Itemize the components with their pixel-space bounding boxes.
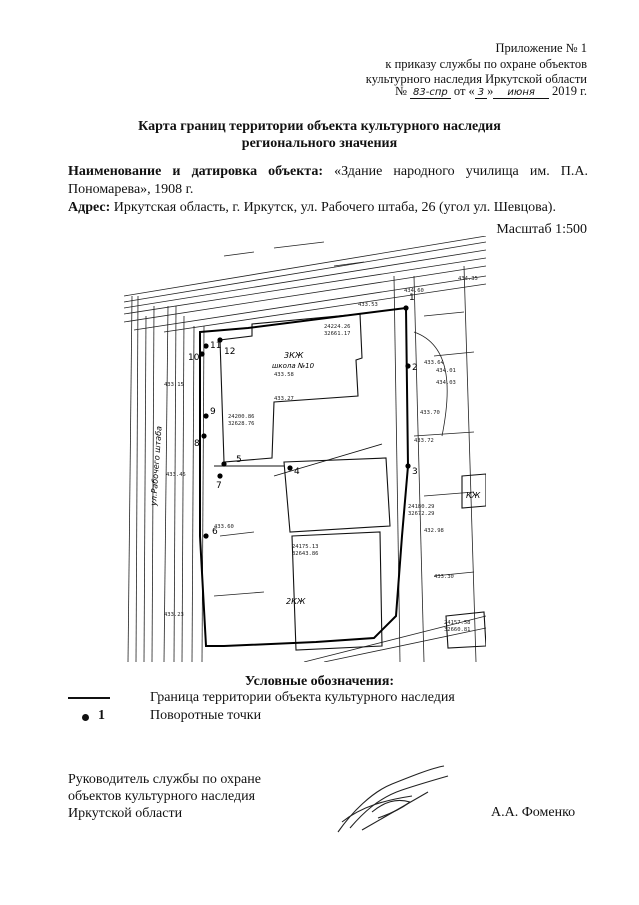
map-point-11: 11 [210,341,221,351]
order-day: 3 [474,87,488,99]
map-point-2: 2 [412,363,418,373]
map-elev: 432.98 [424,528,444,534]
appendix-order-line: к приказу службы по охране объектов [385,57,587,71]
map-elev: 433.23 [164,612,184,618]
map-scale: Масштаб 1:500 [496,222,587,237]
title-line-2: регионального значения [241,136,398,151]
signer-title-line-3: Иркутской области [68,806,183,821]
signer-name: А.А. Фоменко [491,805,576,820]
map-elev: 433.60 [214,524,234,530]
map-coord: 24157.58 [444,620,471,626]
legend-point-label: Поворотные точки [150,708,262,723]
object-name-value: «Здание народного училища им. П.А. Поном… [68,164,589,197]
map-point-10: 10 [188,353,200,363]
map-elev: 433.70 [420,410,440,416]
map-elev: 434.35 [458,276,478,282]
map-building-3kzh: 3КЖ [284,351,304,360]
signer-title-line-1: Руководитель службы по охране [68,772,261,787]
object-address-value: Иркутская область, г. Иркутск, ул. Рабоч… [113,200,556,215]
map-point-8: 8 [194,439,200,449]
map-elev: 433.30 [434,574,454,580]
map-elev: 433.64 [424,360,445,366]
order-month: июня [493,87,549,99]
appendix-title: Приложение № 1 [495,41,587,55]
order-year: 2019 г. [552,84,587,98]
object-name-label: Наименование и датировка объекта: [68,164,323,179]
map-elev: 433.58 [274,372,294,378]
map-coord: 24180.29 [408,504,435,510]
legend-boundary-symbol [68,697,110,699]
date-mid: » [487,84,494,98]
map-point-4: 4 [294,467,300,477]
map-coord: 24224.26 [324,324,351,330]
map-elev: 433.15 [164,382,184,388]
handwritten-signature [337,765,449,833]
map-point-3: 3 [412,467,418,477]
map-elev: 434.01 [436,368,456,374]
document-title: Карта границ территории объекта культурн… [0,118,639,152]
map-coord: 32643.86 [292,551,319,557]
legend-boundary-label: Граница территории объекта культурного н… [150,690,455,705]
map-coord: 24175.13 [292,544,319,550]
map-point-7: 7 [216,481,222,491]
map-building-2kzh: 2КЖ [286,597,306,606]
map-coord: 24200.86 [228,414,255,420]
map-elev: 434.60 [404,288,424,294]
map-elev: 433.53 [358,302,378,308]
number-prefix: № [394,84,407,98]
map-elev: 434.03 [436,380,456,386]
map-coord: 32672.29 [408,511,435,517]
object-address-label: Адрес: [68,200,111,215]
legend-point-number: 1 [98,708,105,723]
map-elev: 433.45 [166,472,186,478]
map-point-12: 12 [224,347,235,357]
map-building-kzh: КЖ [466,491,481,500]
signer-title: Руководитель службы по охране объектов к… [68,771,261,822]
map-elev: 433.72 [414,438,434,444]
map-coord: 32661.17 [324,331,351,337]
map-coord: 32660.81 [444,627,471,633]
map-coord: 32628.76 [228,421,255,427]
map-elev: 433.27 [274,396,294,402]
map-point-9: 9 [210,407,216,417]
legend-title: Условные обозначения: [244,674,395,689]
appendix-org-line: культурного наследия Иркутской области [365,72,587,86]
map-point-5: 5 [236,455,242,465]
order-number-line: № 83-спр от «3»июня 2019 г. [395,84,587,99]
object-address: Адрес: Иркутская область, г. Иркутск, ул… [68,199,588,217]
map-point-6: 6 [212,527,218,537]
signer-title-line-2: объектов культурного наследия [68,789,256,804]
title-line-1: Карта границ территории объекта культурн… [138,119,501,134]
cadastral-map: 1 2 3 4 5 6 7 8 9 10 11 12 3КЖ школа №10… [124,236,486,662]
date-prefix: от « [453,84,475,98]
map-school-label: школа №10 [272,362,315,370]
order-number: 83-спр [410,87,451,99]
legend-point-dot-icon [82,714,89,721]
map-point-1: 1 [409,293,415,303]
object-name: Наименование и датировка объекта: «Здани… [68,163,588,199]
